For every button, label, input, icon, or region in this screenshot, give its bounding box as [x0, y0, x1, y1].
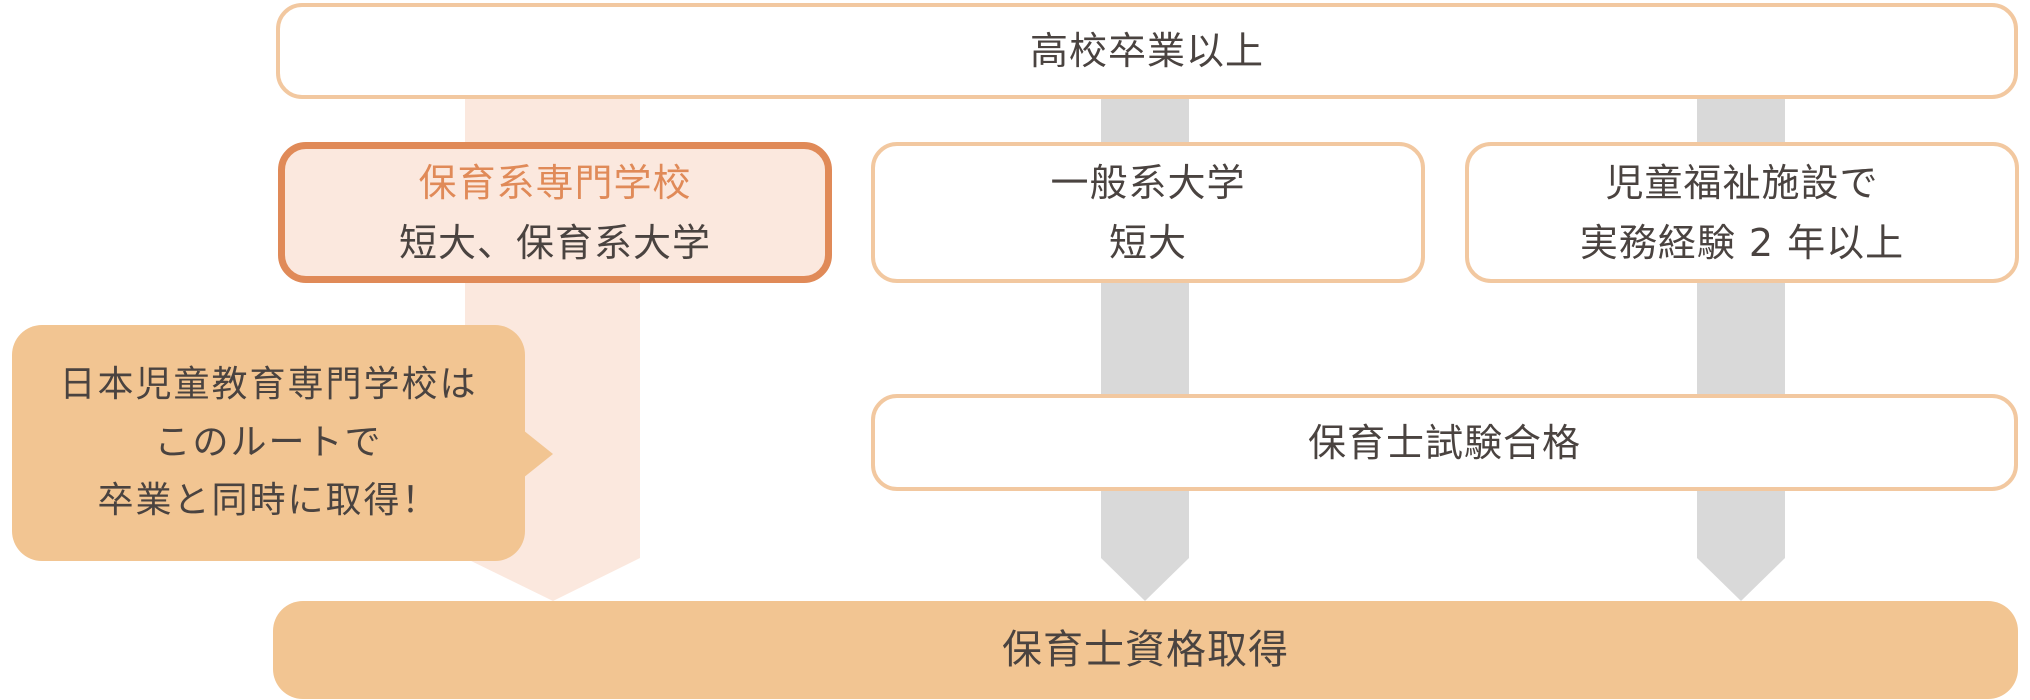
qualification-goal-box: 保育士資格取得	[273, 601, 2018, 699]
callout-line-2: このルートで	[154, 422, 383, 463]
exam-pass-box: 保育士試験合格	[871, 394, 2018, 491]
route-2-title: 一般系大学	[1050, 160, 1246, 205]
qualification-goal-label: 保育士資格取得	[1002, 627, 1289, 673]
route-2-bottom-arrow	[1101, 489, 1189, 601]
route-2-subtitle: 短大	[1108, 220, 1187, 265]
requirement-label: 高校卒業以上	[1029, 29, 1264, 73]
callout-bubble: 日本児童教育専門学校は このルートで 卒業と同時に取得！	[12, 325, 525, 561]
route-3-bottom-arrow	[1697, 489, 1785, 601]
route-box-work-experience: 児童福祉施設で 実務経験 2 年以上	[1465, 142, 2019, 283]
route-3-title: 児童福祉施設で	[1605, 160, 1879, 205]
callout-pointer	[523, 430, 553, 478]
requirement-box: 高校卒業以上	[276, 3, 2018, 99]
route-3-subtitle: 実務経験 2 年以上	[1579, 220, 1905, 265]
callout-line-3: 卒業と同時に取得！	[97, 480, 440, 521]
route-1-subtitle: 短大、保育系大学	[398, 220, 711, 265]
callout-line-1: 日本児童教育専門学校は	[59, 364, 478, 405]
route-box-general-university: 一般系大学 短大	[871, 142, 1425, 283]
route-1-title: 保育系専門学校	[418, 160, 692, 205]
exam-pass-label: 保育士試験合格	[1307, 420, 1581, 465]
route-box-vocational-school: 保育系専門学校 短大、保育系大学	[278, 142, 832, 283]
